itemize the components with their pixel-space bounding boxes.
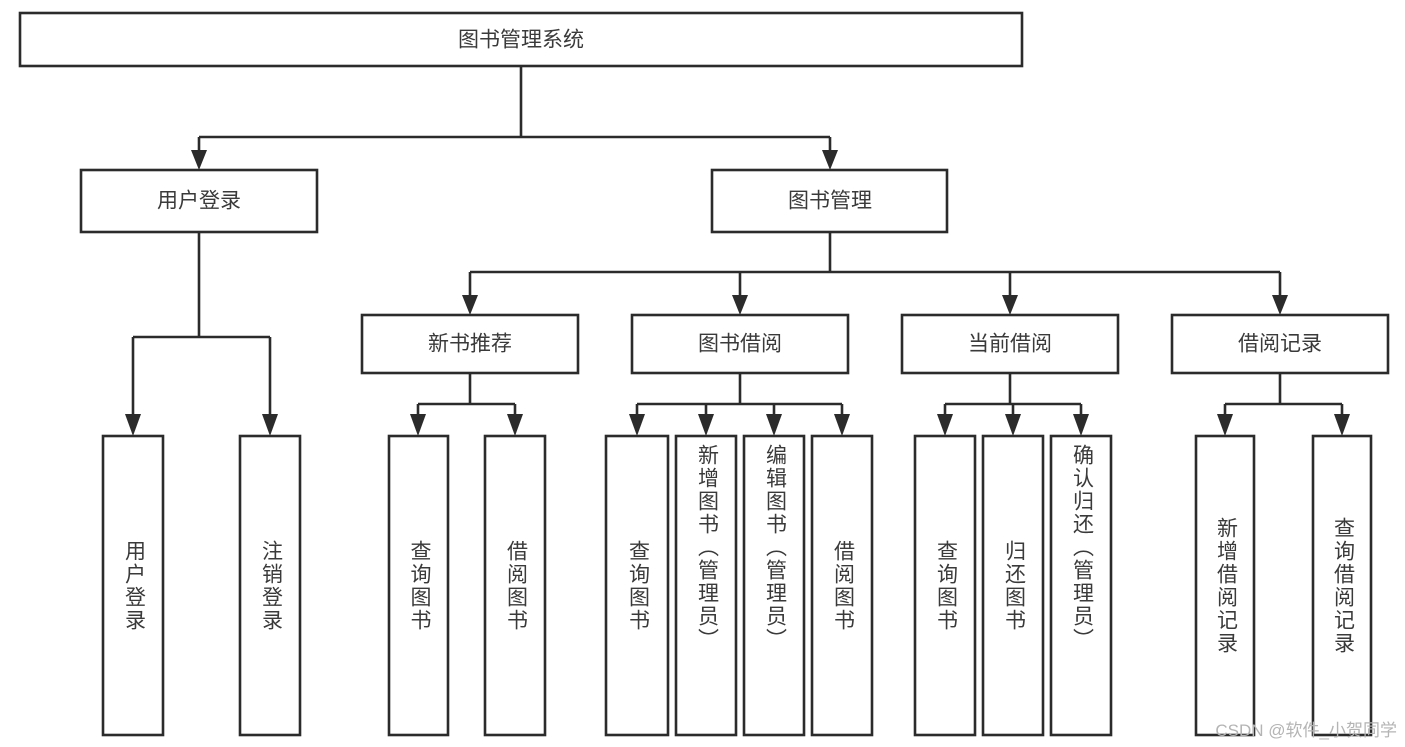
node-leaf-user-login-rect[interactable] (101, 434, 165, 737)
connector-newbook-to-leaves (410, 373, 523, 436)
node-user-login-rect (79, 168, 319, 234)
arrow-head-icon (191, 150, 207, 170)
arrow-head-icon (1002, 295, 1018, 315)
arrow-head-icon (1334, 414, 1350, 436)
arrow-head-icon (629, 414, 645, 436)
node-book-borrow[interactable]: 图书借阅 (630, 313, 850, 375)
node-book-manage[interactable]: 图书管理 (710, 168, 949, 234)
connector-borrowrecord-to-leaves (1217, 373, 1350, 436)
node-new-book-rec-label: 新书推荐 (428, 333, 512, 356)
connector-userlogin-to-leaves (125, 232, 278, 436)
node-borrow-record-rect (1170, 313, 1390, 375)
node-root-rect (18, 11, 1024, 68)
arrow-head-icon (1073, 414, 1089, 436)
arrow-head-icon (462, 295, 478, 315)
node-new-book-rec-rect (360, 313, 580, 375)
arrow-head-icon (410, 414, 426, 436)
node-root[interactable]: 图书管理系统 (18, 11, 1024, 68)
arrow-head-icon (507, 414, 523, 436)
node-leaf-add-book-rect[interactable] (674, 434, 738, 737)
node-borrow-record[interactable]: 借阅记录 (1170, 313, 1390, 375)
node-current-borrow-rect (900, 313, 1120, 375)
leaf-nodes (101, 434, 1373, 737)
arrow-head-icon (732, 295, 748, 315)
node-root-label: 图书管理系统 (458, 29, 584, 52)
node-book-manage-label: 图书管理 (788, 190, 872, 213)
arrow-head-icon (834, 414, 850, 436)
node-current-borrow-label: 当前借阅 (968, 333, 1052, 356)
node-leaf-query-book-2-rect[interactable] (604, 434, 670, 737)
connector-bookmanage-to-level3 (462, 232, 1288, 315)
node-book-borrow-rect (630, 313, 850, 375)
arrow-head-icon (1217, 414, 1233, 436)
arrow-head-icon (1005, 414, 1021, 436)
node-leaf-borrow-book-2-rect[interactable] (810, 434, 874, 737)
node-leaf-add-record-rect[interactable] (1194, 434, 1256, 737)
node-leaf-user-logout-rect[interactable] (238, 434, 302, 737)
arrow-head-icon (822, 150, 838, 170)
arrow-head-icon (1272, 295, 1288, 315)
node-new-book-rec[interactable]: 新书推荐 (360, 313, 580, 375)
connector-currentborrow-to-leaves (937, 373, 1089, 436)
node-leaf-query-book-3-rect[interactable] (913, 434, 977, 737)
node-leaf-confirm-return-rect[interactable] (1049, 434, 1113, 737)
arrow-head-icon (766, 414, 782, 436)
node-leaf-return-book-rect[interactable] (981, 434, 1045, 737)
node-leaf-borrow-book-1-rect[interactable] (483, 434, 547, 737)
arrow-head-icon (125, 414, 141, 436)
node-current-borrow[interactable]: 当前借阅 (900, 313, 1120, 375)
csdn-watermark: CSDN @软件_小贺同学 (1215, 721, 1397, 740)
node-book-borrow-label: 图书借阅 (698, 333, 782, 356)
node-leaf-query-book-1-rect[interactable] (387, 434, 450, 737)
node-user-login[interactable]: 用户登录 (79, 168, 319, 234)
node-book-manage-rect (710, 168, 949, 234)
arrow-head-icon (937, 414, 953, 436)
arrow-head-icon (262, 414, 278, 436)
node-leaf-query-record-rect[interactable] (1311, 434, 1373, 737)
node-borrow-record-label: 借阅记录 (1238, 333, 1322, 356)
connector-root-to-level2 (191, 66, 838, 170)
connector-bookborrow-to-leaves (629, 373, 850, 436)
arrow-head-icon (698, 414, 714, 436)
node-user-login-label: 用户登录 (157, 190, 241, 213)
node-leaf-edit-book-rect[interactable] (742, 434, 806, 737)
